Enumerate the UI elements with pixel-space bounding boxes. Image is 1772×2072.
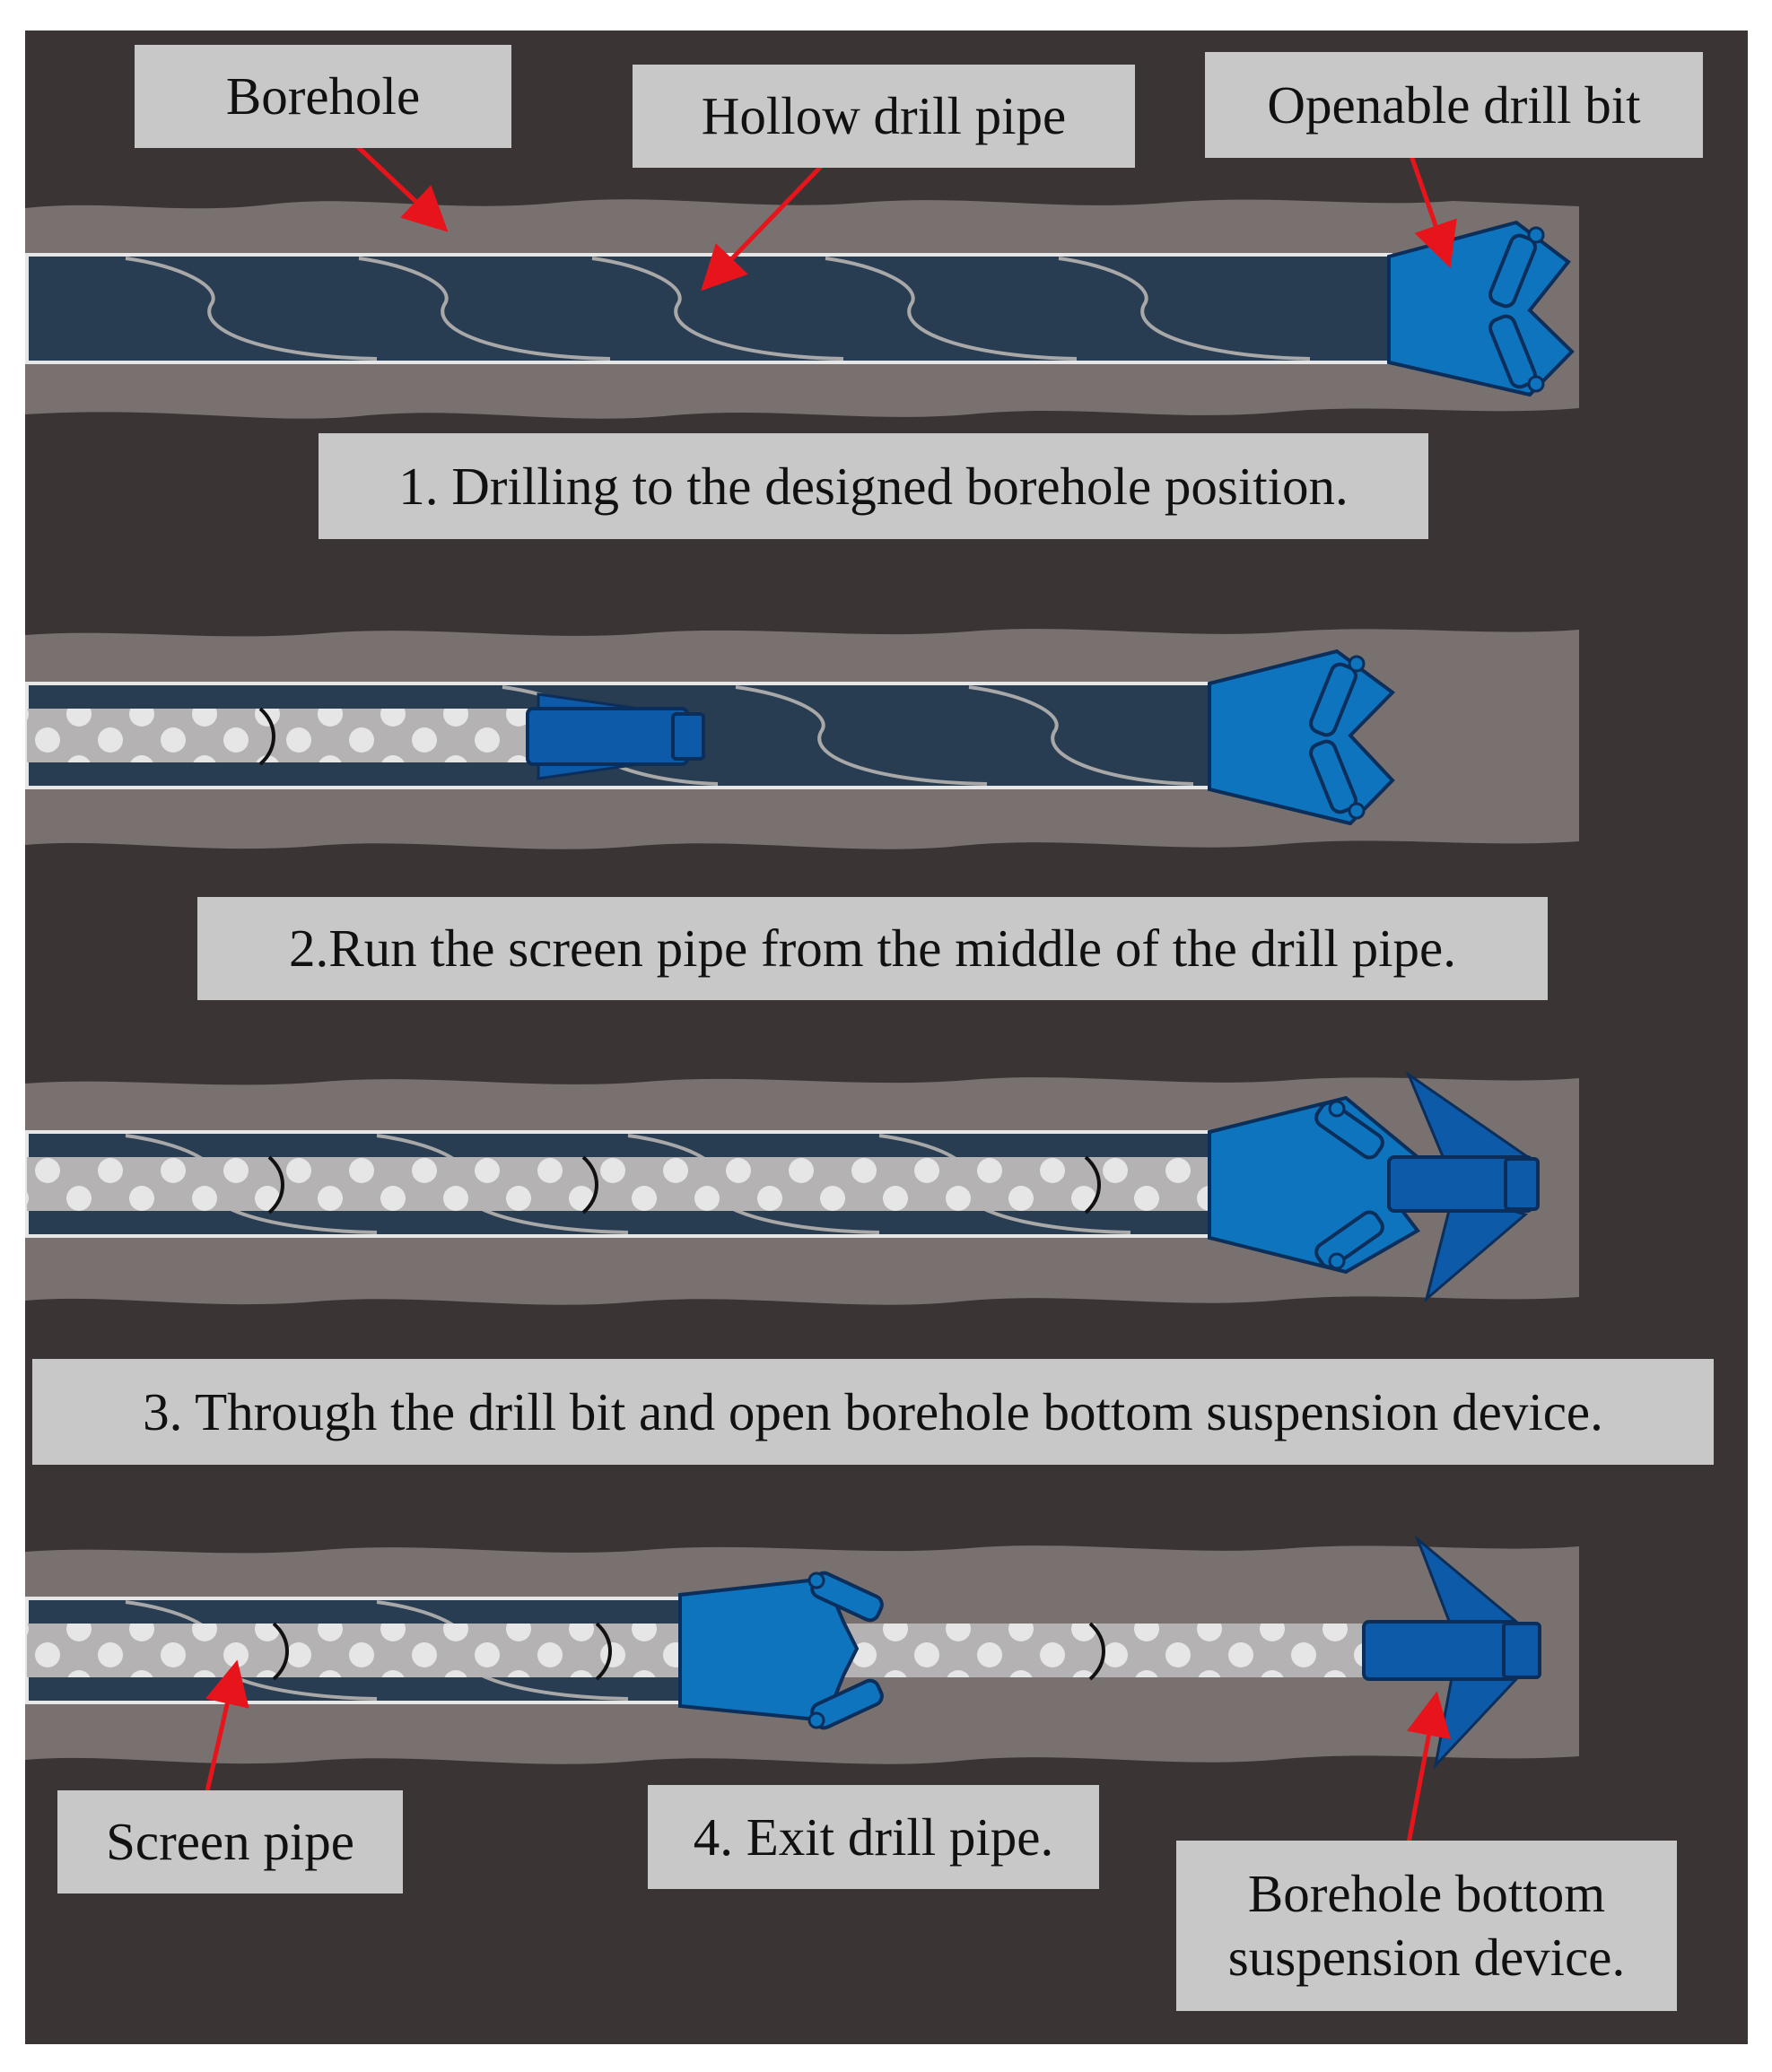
hollow-drill-pipe-label: Hollow drill pipe [633, 65, 1135, 168]
openable-drill-bit-2 [1208, 649, 1396, 826]
suspension-device-label-line2: suspension device. [1227, 1928, 1626, 1987]
openable-drill-bit-3 [1208, 1095, 1540, 1275]
screen-pipe-3 [27, 1157, 1211, 1211]
screen-joint-4b [595, 1622, 612, 1681]
suspension-device-4 [1362, 1535, 1541, 1770]
screen-joint-3b [581, 1155, 598, 1214]
suspension-device-2 [526, 692, 705, 780]
screen-joint-3a [267, 1155, 284, 1214]
hollow-drill-pipe-1 [25, 253, 1392, 364]
hollow-drill-pipe-arrow [701, 151, 836, 292]
openable-drill-bit-4 [678, 1571, 884, 1730]
suspension-device-arrow [1406, 1691, 1452, 1844]
screen-joint-2 [258, 707, 275, 766]
stage-1-drilling [25, 199, 1579, 419]
step-2-caption: 2.Run the screen pipe from the middle of… [197, 897, 1548, 1000]
screen-joint-4a [272, 1622, 289, 1681]
openable-drill-bit-arrow [1406, 147, 1457, 268]
stage-3-open-suspension [25, 1070, 1579, 1305]
screen-pipe-label: Screen pipe [57, 1790, 403, 1894]
borehole-arrow [353, 142, 449, 232]
pipe-spiral-1 [125, 257, 1311, 361]
screen-joint-4c [1088, 1622, 1105, 1681]
stage-2-run-screen-pipe [25, 629, 1579, 849]
screen-joint-3c [1084, 1155, 1101, 1214]
suspension-device-label-line1: Borehole bottom [1247, 1864, 1606, 1924]
step-4-caption: 4. Exit drill pipe. [648, 1785, 1099, 1889]
openable-drill-bit-label: Openable drill bit [1205, 52, 1703, 158]
step-3-caption: 3. Through the drill bit and open boreho… [32, 1359, 1714, 1465]
borehole-label: Borehole [135, 45, 511, 148]
suspension-device-label: Borehole bottom suspension device. [1176, 1841, 1677, 2011]
stage-4-exit-drill-pipe [25, 1535, 1579, 1770]
screen-pipe-arrow [202, 1659, 249, 1804]
step-1-caption: 1. Drilling to the designed borehole pos… [319, 433, 1428, 539]
screen-pipe-2 [27, 709, 529, 762]
